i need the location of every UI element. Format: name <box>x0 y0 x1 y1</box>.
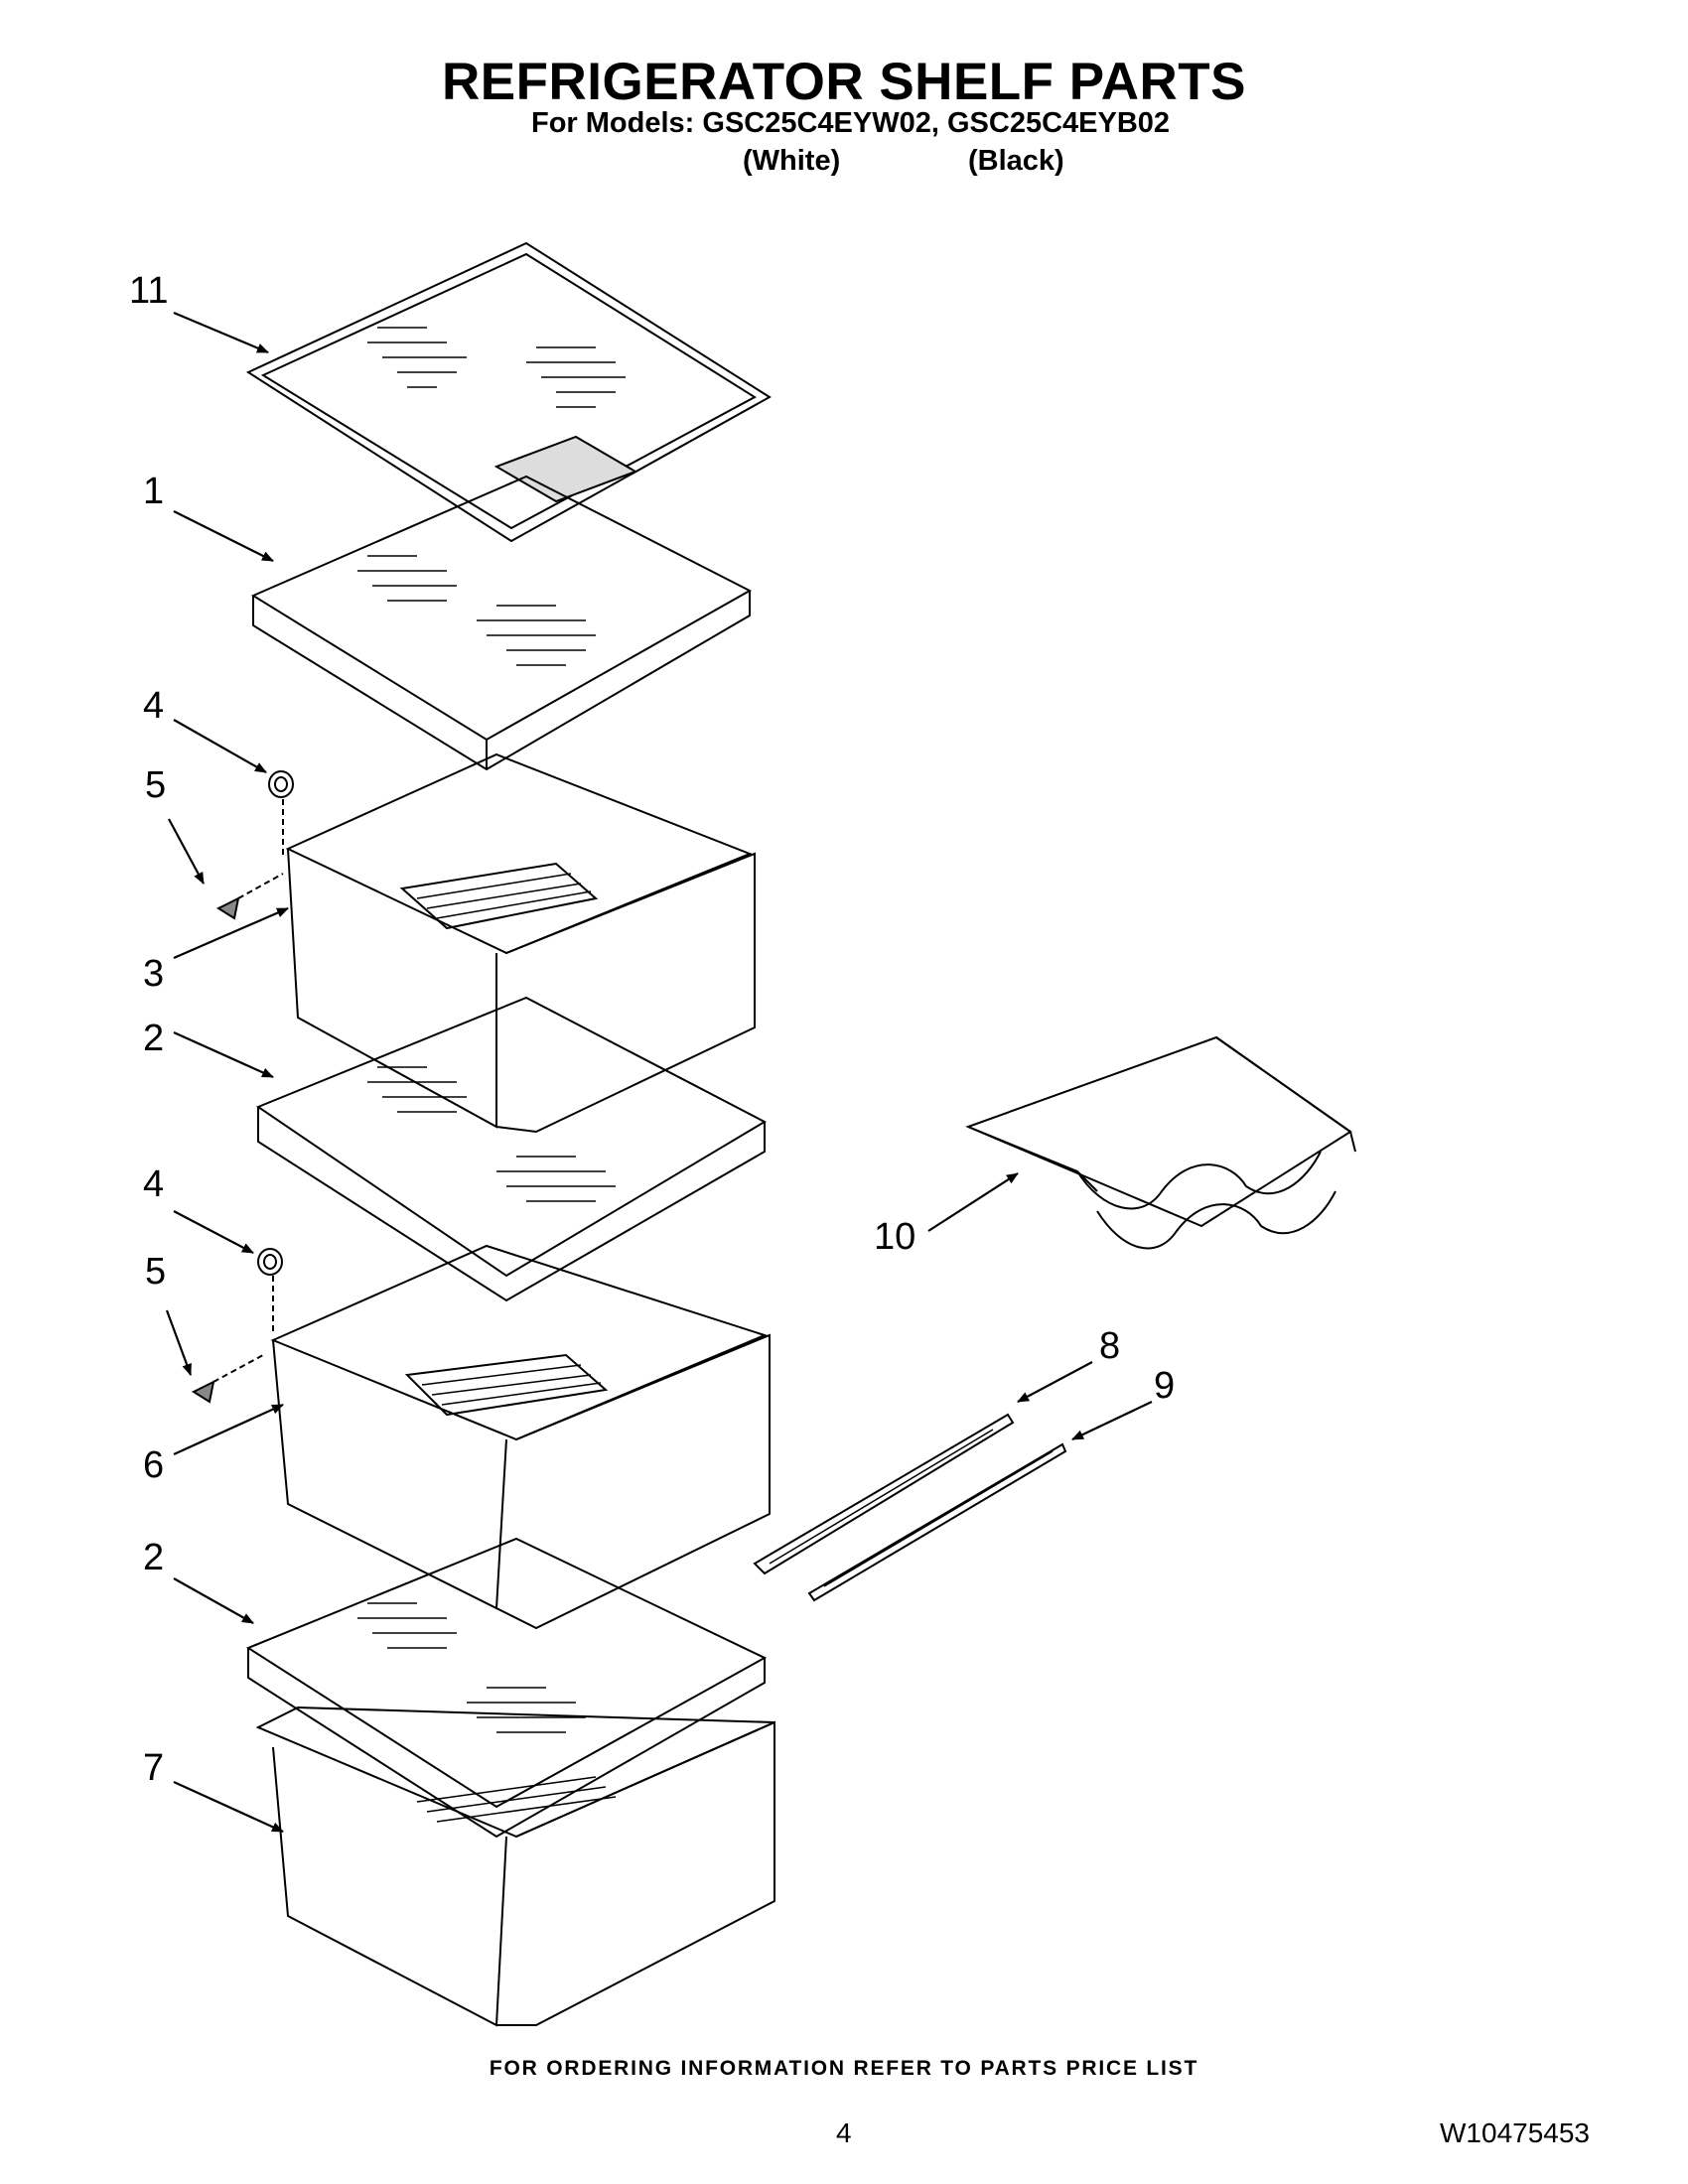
callout-5: 5 <box>145 764 167 806</box>
hardware-parts-4-5-lower <box>191 1248 283 1404</box>
callout-arrows <box>165 311 1153 1834</box>
callout-8: 8 <box>1099 1325 1121 1367</box>
color-white-label: (White) <box>743 145 841 177</box>
crisper-drawer-part-3 <box>285 752 756 1134</box>
callout-6: 6 <box>143 1444 165 1486</box>
shelf-part-2-lower <box>245 1537 768 1839</box>
callout-11: 11 <box>129 270 169 312</box>
page-number: 4 <box>836 2117 852 2148</box>
callout-1: 1 <box>143 471 165 512</box>
drawer-part-7 <box>255 1706 775 2027</box>
callout-3: 3 <box>143 953 165 995</box>
callout-2: 2 <box>143 1018 165 1059</box>
callout-4: 4 <box>143 1163 165 1205</box>
shelf-part-11 <box>245 241 772 543</box>
shelf-part-1 <box>250 475 753 771</box>
ordering-note: FOR ORDERING INFORMATION REFER TO PARTS … <box>489 2057 1199 2080</box>
shelf-part-2-middle <box>255 996 768 1302</box>
document-number: W10475453 <box>1440 2117 1591 2148</box>
callout-10: 10 <box>874 1216 916 1258</box>
models-line: For Models: GSC25C4EYW02, GSC25C4EYB02 <box>531 107 1171 139</box>
callout-7: 7 <box>143 1747 165 1789</box>
callout-5: 5 <box>145 1251 167 1293</box>
slide-rails-parts-8-9 <box>753 1413 1067 1602</box>
drawer-part-6 <box>270 1244 771 1630</box>
page-title: REFRIGERATOR SHELF PARTS <box>442 53 1246 111</box>
callout-2: 2 <box>143 1537 165 1578</box>
callout-4: 4 <box>143 685 165 727</box>
color-black-label: (Black) <box>968 145 1064 177</box>
hardware-parts-4-5-upper <box>215 770 294 920</box>
wine-rack-part-10 <box>965 1035 1356 1250</box>
callout-9: 9 <box>1154 1365 1176 1407</box>
